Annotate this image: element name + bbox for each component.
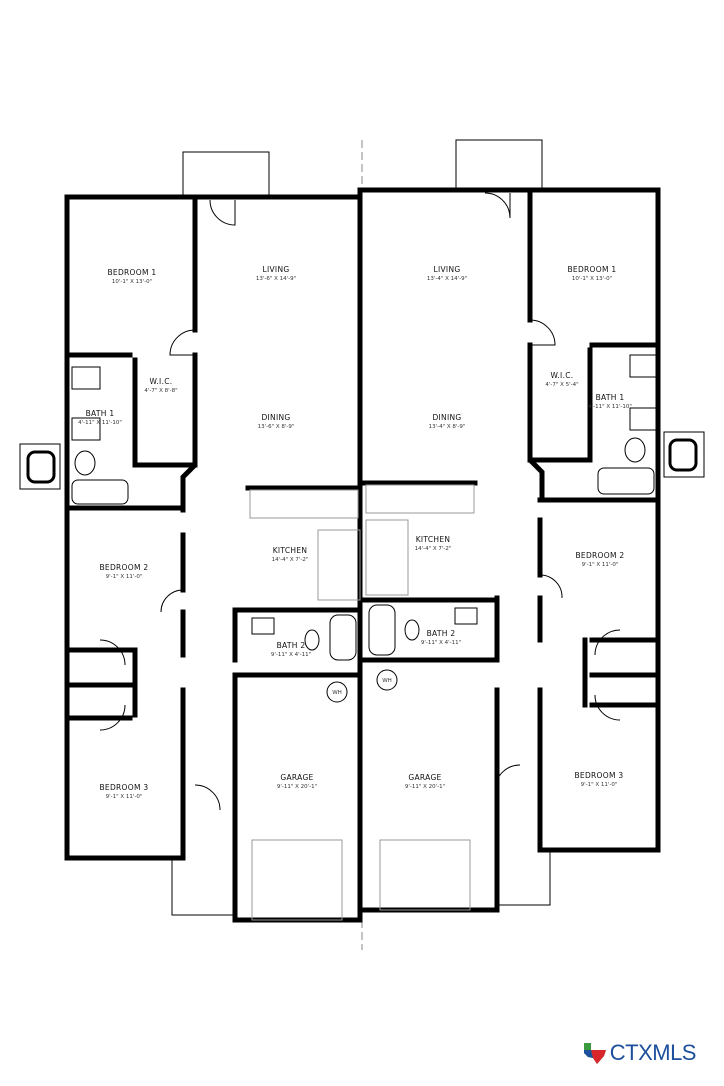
right-unit-room-bedroom-2: BEDROOM 2 9'-1" X 11'-0"	[575, 551, 624, 568]
watermark-text: CTXMLS	[609, 1040, 697, 1065]
room-name: BEDROOM 2	[575, 551, 624, 560]
room-dimensions: 4'-11" X 11'-10"	[588, 404, 632, 410]
room-dimensions: 13'-4" X 14'-9"	[427, 276, 467, 282]
room-dimensions: 9'-11" X 20'-1"	[277, 784, 317, 790]
left-unit-room-w-i-c: W.I.C. 4'-7" X 8'-8"	[144, 377, 177, 394]
right-unit-room-w-i-c: W.I.C. 4'-7" X 5'-4"	[545, 371, 578, 388]
left-unit-room-bedroom-2: BEDROOM 2 9'-1" X 11'-0"	[99, 563, 148, 580]
room-name: W.I.C.	[551, 371, 574, 380]
water-heater-left-label: WH	[332, 690, 342, 696]
left-unit-room-bath-2: BATH 2 9'-11" X 4'-11"	[271, 641, 311, 658]
room-name: BATH 2	[427, 629, 456, 638]
room-name: BEDROOM 3	[99, 783, 148, 792]
water-heater-right-label: WH	[382, 678, 392, 684]
doors	[99, 192, 621, 811]
room-dimensions: 4'-11" X 11'-10"	[78, 420, 122, 426]
room-dimensions: 13'-6" X 8'-9"	[258, 424, 295, 430]
left-unit-room-bedroom-3: BEDROOM 3 9'-1" X 11'-0"	[99, 783, 148, 800]
front-porch-left	[182, 151, 270, 198]
room-name: BEDROOM 3	[574, 771, 623, 780]
room-name: KITCHEN	[273, 546, 308, 555]
room-dimensions: 10'-1" X 13'-0"	[112, 279, 152, 285]
room-dimensions: 4'-7" X 8'-8"	[144, 388, 177, 394]
room-dimensions: 4'-7" X 5'-4"	[545, 382, 578, 388]
room-dimensions: 14'-4" X 7'-2"	[272, 557, 309, 563]
left-unit-room-bath-1: BATH 1 4'-11" X 11'-10"	[78, 409, 122, 426]
room-name: BEDROOM 1	[107, 268, 156, 277]
right-unit-room-bedroom-3: BEDROOM 3 9'-1" X 11'-0"	[574, 771, 623, 788]
room-dimensions: 9'-1" X 11'-0"	[106, 574, 143, 580]
room-name: BATH 2	[277, 641, 306, 650]
right-unit-room-living: LIVING 13'-4" X 14'-9"	[427, 265, 467, 282]
room-name: DINING	[261, 413, 290, 422]
fixtures	[71, 354, 657, 921]
room-dimensions: 13'-4" X 8'-9"	[429, 424, 466, 430]
room-name: BEDROOM 1	[567, 265, 616, 274]
left-unit-room-bedroom-1: BEDROOM 1 10'-1" X 13'-0"	[107, 268, 156, 285]
room-name: KITCHEN	[416, 535, 451, 544]
ac-unit-right	[663, 431, 705, 478]
walls-left-unit	[64, 187, 363, 923]
room-dimensions: 14'-4" X 7'-2"	[415, 546, 452, 552]
room-name: W.I.C.	[150, 377, 173, 386]
texas-logo-icon	[583, 1043, 606, 1064]
rear-patios	[171, 850, 551, 916]
left-unit-room-dining: DINING 13'-6" X 8'-9"	[258, 413, 295, 430]
ctxmls-watermark: CTXMLS	[582, 1040, 697, 1066]
right-unit-room-bedroom-1: BEDROOM 1 10'-1" X 13'-0"	[567, 265, 616, 282]
left-unit-room-kitchen: KITCHEN 14'-4" X 7'-2"	[272, 546, 309, 563]
room-name: BATH 1	[596, 393, 625, 402]
right-unit-room-bath-2: BATH 2 9'-11" X 4'-11"	[421, 629, 461, 646]
room-name: LIVING	[434, 265, 461, 274]
room-name: GARAGE	[408, 773, 441, 782]
room-dimensions: 9'-1" X 11'-0"	[106, 794, 143, 800]
ac-unit-left	[19, 443, 61, 490]
room-name: BEDROOM 2	[99, 563, 148, 572]
room-name: BATH 1	[86, 409, 115, 418]
left-unit-room-living: LIVING 13'-6" X 14'-9"	[256, 265, 296, 282]
walls-right-unit	[362, 187, 661, 913]
left-unit-room-garage: GARAGE 9'-11" X 20'-1"	[277, 773, 317, 790]
front-porch-right	[455, 139, 543, 191]
room-name: LIVING	[263, 265, 290, 274]
room-dimensions: 9'-11" X 4'-11"	[421, 640, 461, 646]
right-unit-room-garage: GARAGE 9'-11" X 20'-1"	[405, 773, 445, 790]
room-name: GARAGE	[280, 773, 313, 782]
room-dimensions: 10'-1" X 13'-0"	[572, 276, 612, 282]
right-unit-room-bath-1: BATH 1 4'-11" X 11'-10"	[588, 393, 632, 410]
right-unit-room-kitchen: KITCHEN 14'-4" X 7'-2"	[415, 535, 452, 552]
room-dimensions: 13'-6" X 14'-9"	[256, 276, 296, 282]
room-dimensions: 9'-11" X 4'-11"	[271, 652, 311, 658]
room-dimensions: 9'-1" X 11'-0"	[581, 782, 618, 788]
room-name: DINING	[432, 413, 461, 422]
right-unit-room-dining: DINING 13'-4" X 8'-9"	[429, 413, 466, 430]
room-dimensions: 9'-11" X 20'-1"	[405, 784, 445, 790]
room-dimensions: 9'-1" X 11'-0"	[582, 562, 619, 568]
